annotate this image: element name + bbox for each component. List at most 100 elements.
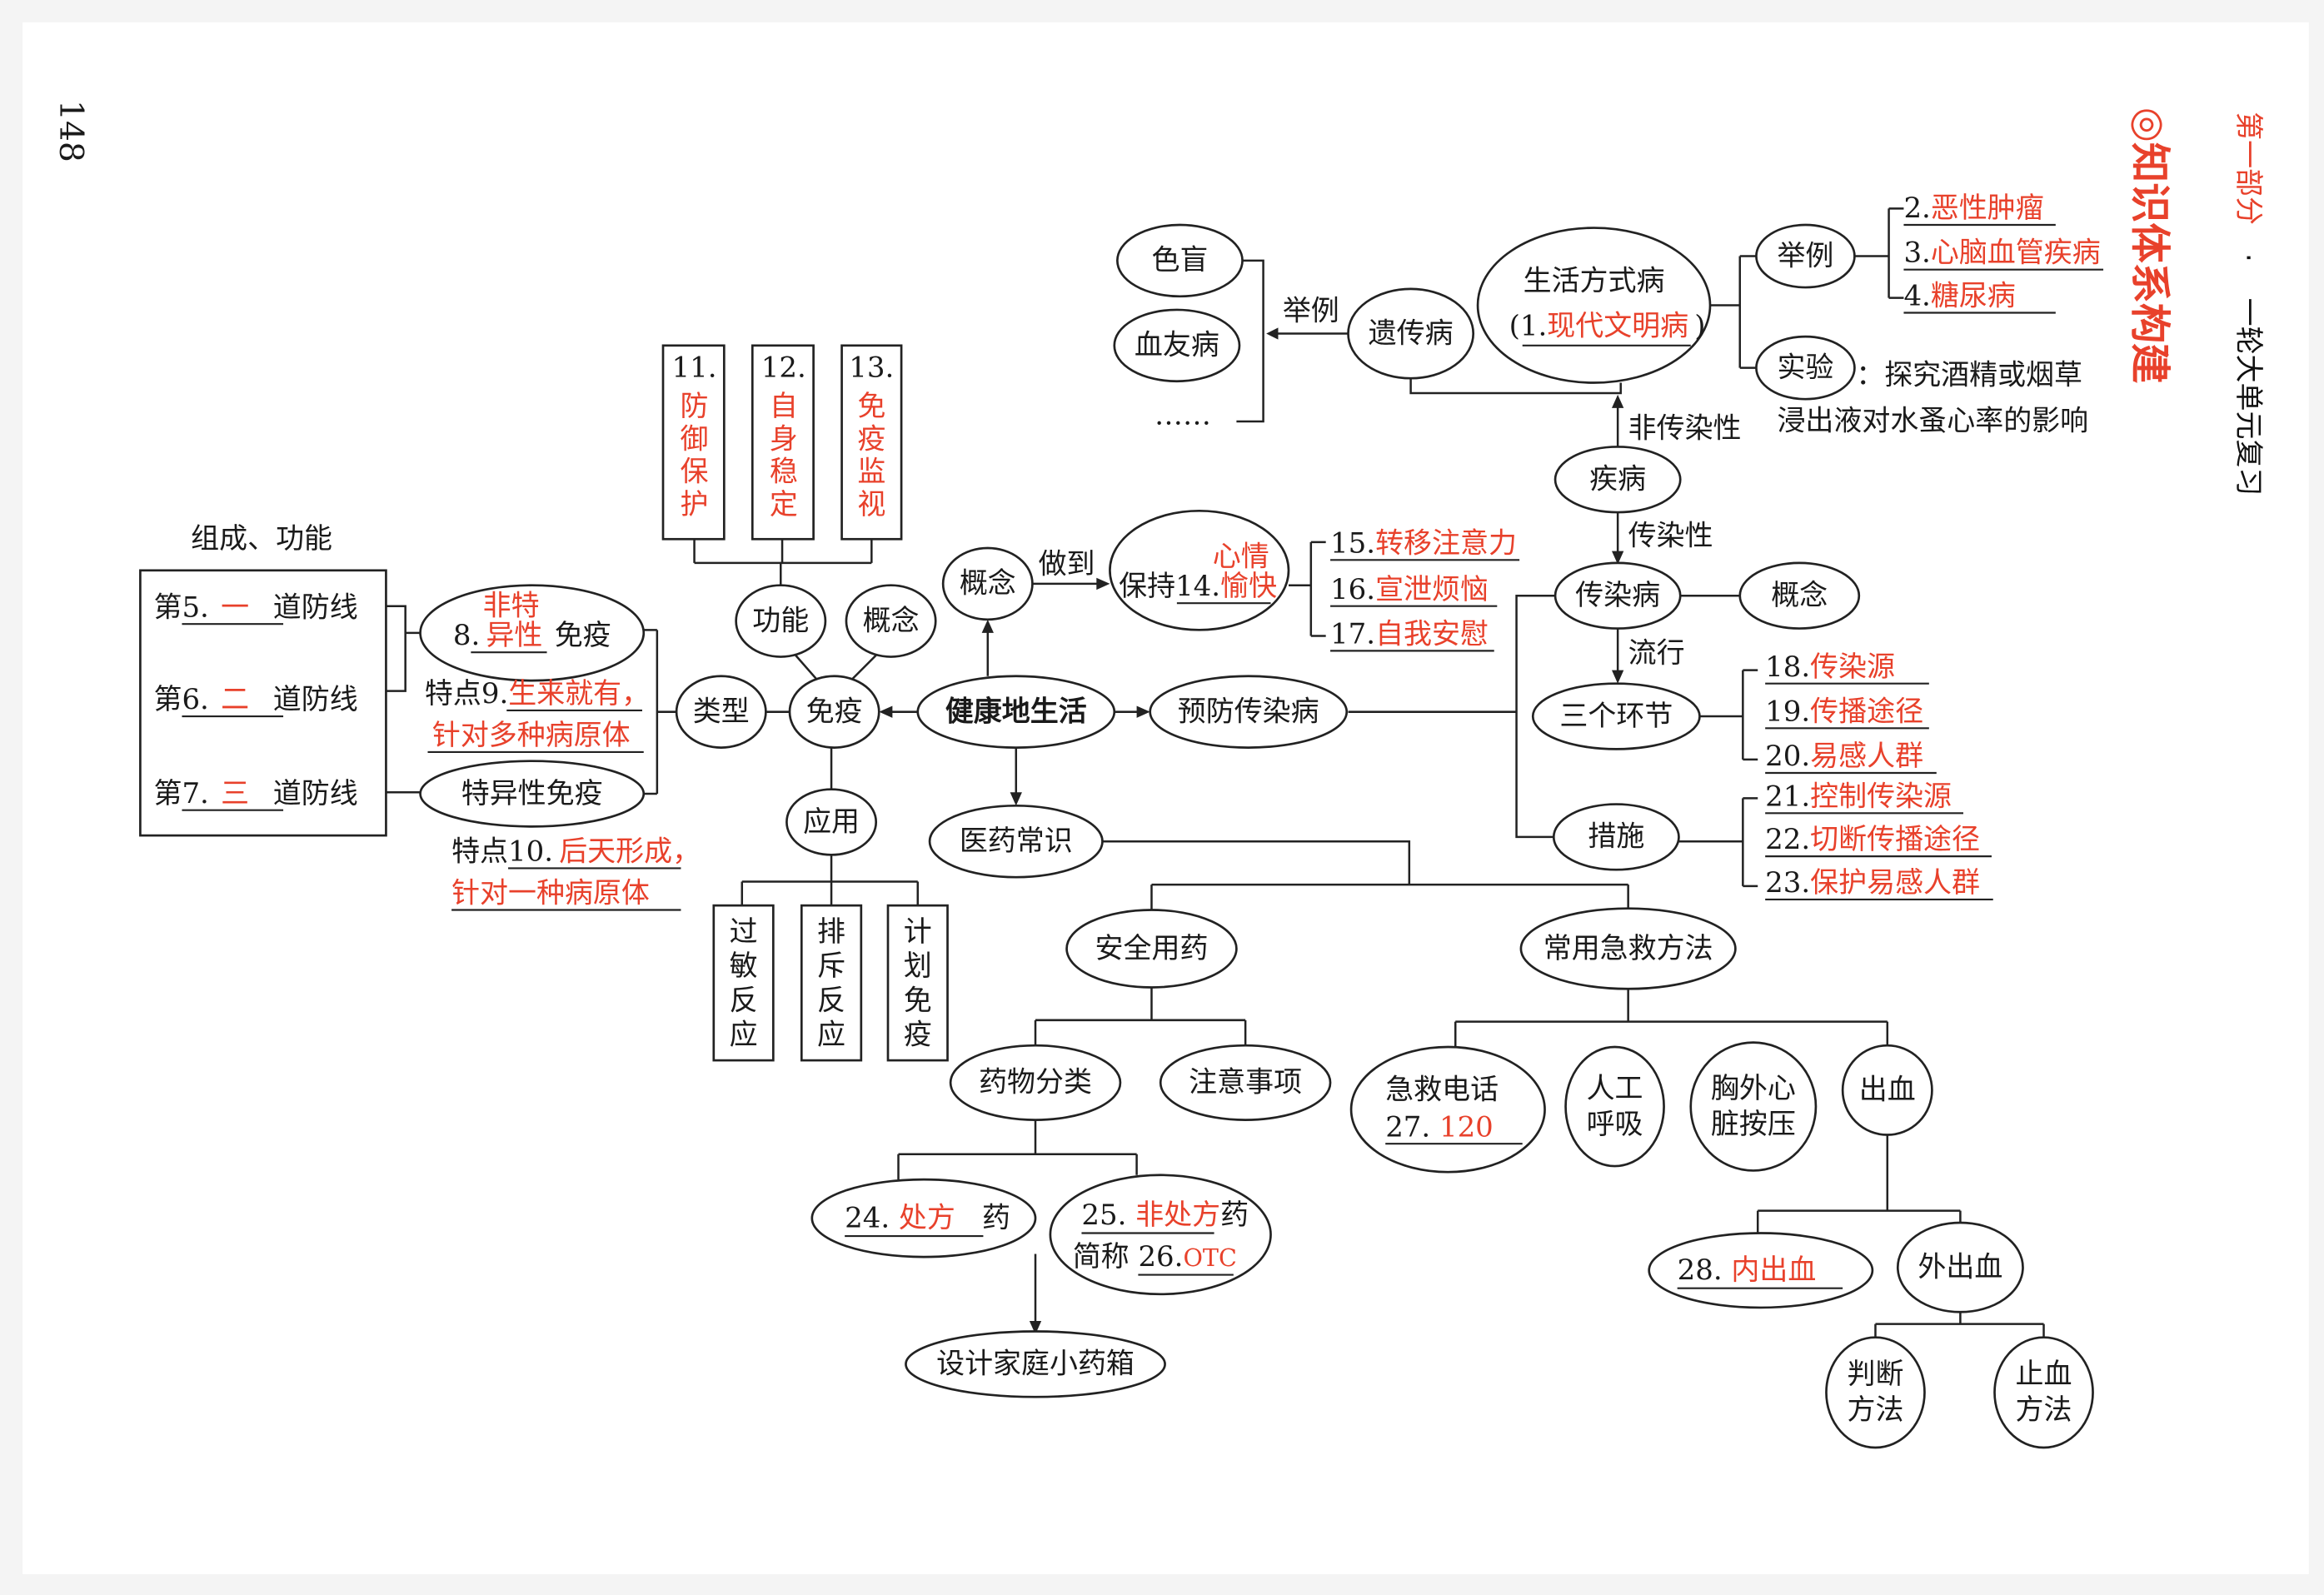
connectors (386, 207, 2045, 1338)
node-immunity-function[interactable]: 功能 (735, 584, 827, 658)
node-immunity-concept[interactable]: 概念 (845, 584, 937, 658)
node-label: 急救电话 (1385, 1074, 1499, 1107)
node-judge-method[interactable]: 判断 方法 (1825, 1336, 1926, 1449)
node-good-mood[interactable]: 心情 保持14.愉快 (1109, 509, 1290, 631)
node-otc-drug[interactable]: 25.非处方药 简称 26.OTC (1049, 1174, 1272, 1296)
lifestyle-example-list: 2.恶性肿瘤 3.心脑血管疾病 4.糖尿病 (1903, 192, 2104, 314)
node-first-aid[interactable]: 常用急救方法 (1519, 907, 1737, 990)
box-char: 疫 (904, 1018, 932, 1051)
feature-9-line2: 针对多种病原体 (432, 719, 631, 752)
node-label: 传染病 (1575, 579, 1660, 612)
node-infectious-disease[interactable]: 传染病 (1553, 561, 1682, 630)
box-char: 计 (904, 915, 932, 949)
node-internal-bleeding[interactable]: 28.内出血 (1648, 1232, 1874, 1309)
node-label: 三个环节 (1559, 700, 1673, 733)
node-label: 概念 (1771, 579, 1828, 612)
node-home-medicine-kit[interactable]: 设计家庭小药箱 (905, 1330, 1166, 1398)
box-char: 斥 (817, 950, 845, 983)
answer-8-line1: 非特 (483, 589, 540, 622)
node-label: 功能 (752, 604, 809, 637)
answer-28: 28.内出血 (1678, 1254, 1817, 1287)
node-emergency-call[interactable]: 急救电话 27.120 (1349, 1045, 1546, 1174)
node-label: 设计家庭小药箱 (936, 1348, 1135, 1381)
node-drug-classification[interactable]: 药物分类 (949, 1044, 1122, 1121)
page-header: 第一部分 · 一轮大单元复习 (2232, 112, 2265, 496)
header-unit: 一轮大单元复习 (2232, 298, 2265, 496)
experiment-text-2: 浸出液对水蚤心率的影响 (1777, 405, 2088, 438)
non-infectious-label: 非传染性 (1628, 412, 1742, 446)
node-healthy-living[interactable]: 健康地生活 (916, 675, 1116, 749)
answer-19: 19.传播途径 (1765, 695, 1923, 728)
box-char: 反 (730, 984, 758, 1017)
node-specific-immunity[interactable]: 特异性免疫 (419, 760, 646, 828)
node-medicine-knowledge[interactable]: 医药常识 (928, 804, 1104, 879)
node-prescription-drug[interactable]: 24.处方药 (810, 1178, 1037, 1259)
node-color-blindness[interactable]: 色盲 (1116, 223, 1244, 298)
lifestyle-answer: (1.现代文明病) (1509, 309, 1706, 342)
box-char: 稳 (770, 456, 798, 489)
answer-16: 16.宣泄烦恼 (1330, 573, 1489, 606)
node-label: 外出血 (1918, 1250, 2002, 1283)
node-label: 常用急救方法 (1544, 932, 1713, 965)
answer-8-line2: 8.异性免疫 (453, 619, 611, 652)
answer-14-line1: 心情 (1213, 540, 1269, 573)
spread-label: 流行 (1628, 637, 1685, 670)
node-bleeding[interactable]: 出血 (1841, 1044, 1933, 1136)
answer-26: 简称 26.OTC (1073, 1240, 1237, 1274)
application-box-vaccination: 计 划 免 疫 (886, 904, 949, 1062)
node-label: 应用 (803, 805, 860, 839)
node-label: 止血 (2016, 1358, 2072, 1391)
node-label: 方法 (2016, 1393, 2072, 1427)
node-label: 预防传染病 (1178, 695, 1319, 728)
node-experiment[interactable]: 实验 (1755, 335, 1856, 401)
node-label: 医药常识 (960, 825, 1073, 858)
answer-3: 3.心脑血管疾病 (1903, 237, 2100, 270)
answer-4: 4.糖尿病 (1903, 280, 2015, 313)
answer-14-line2: 保持14.愉快 (1119, 570, 1277, 603)
box-char: 疫 (857, 422, 885, 456)
node-label: 脏按压 (1711, 1108, 1796, 1141)
node-hemophilia[interactable]: 血友病 (1113, 308, 1241, 383)
node-precautions[interactable]: 注意事项 (1159, 1044, 1332, 1121)
node-three-links[interactable]: 三个环节 (1531, 682, 1701, 750)
node-hemostasis-method[interactable]: 止血 方法 (1993, 1336, 2094, 1449)
node-disease[interactable]: 疾病 (1553, 446, 1682, 514)
node-nonspecific-immunity[interactable]: 非特 8.异性免疫 (419, 584, 646, 682)
node-safe-medication[interactable]: 安全用药 (1065, 909, 1238, 989)
answer-25: 25.非处方药 (1081, 1199, 1249, 1232)
node-label: 概念 (863, 604, 920, 637)
node-external-bleeding[interactable]: 外出血 (1896, 1221, 2024, 1313)
answer-23: 23.保护易感人群 (1765, 866, 1980, 900)
feature-10: 特点10.后天形成， (451, 835, 701, 868)
example-label: 举例 (1283, 294, 1339, 327)
node-artificial-respiration[interactable]: 人工 呼吸 (1564, 1045, 1665, 1168)
node-label: 概念 (960, 567, 1016, 601)
node-lifestyle-example[interactable]: 举例 (1755, 223, 1856, 289)
node-label: 人工 (1587, 1072, 1643, 1105)
box-char: 免 (904, 984, 932, 1017)
defense-line-3: 第7.三道防线 (153, 777, 357, 810)
node-infectious-concept[interactable]: 概念 (1738, 561, 1861, 630)
box-char: 应 (730, 1018, 758, 1051)
node-label: 判断 (1848, 1358, 1904, 1391)
node-mood-concept[interactable]: 概念 (941, 546, 1034, 621)
node-immunity-application[interactable]: 应用 (785, 788, 878, 856)
box-char: 护 (681, 488, 709, 521)
node-immunity-type[interactable]: 类型 (675, 675, 767, 749)
box-char: 自 (770, 390, 798, 423)
achieve-label: 做到 (1039, 547, 1095, 581)
answer-24: 24.处方药 (845, 1201, 1010, 1234)
node-lifestyle-disease[interactable]: 生活方式病 (1.现代文明病) (1476, 227, 1712, 384)
box-char: 监 (857, 456, 885, 489)
center-label: 健康地生活 (945, 695, 1087, 728)
mood-ways-list: 15.转移注意力 16.宣泄烦恼 17.自我安慰 (1330, 526, 1520, 652)
node-measures[interactable]: 措施 (1552, 803, 1680, 871)
node-chest-compression[interactable]: 胸外心 脏按压 (1689, 1041, 1818, 1172)
node-label: 特异性免疫 (461, 777, 603, 810)
node-label: 血友病 (1135, 329, 1219, 362)
node-label: 措施 (1588, 820, 1644, 854)
node-prevent-infectious[interactable]: 预防传染病 (1149, 675, 1349, 749)
node-immunity[interactable]: 免疫 (788, 675, 880, 749)
node-genetic-disease[interactable]: 遗传病 (1347, 287, 1475, 380)
